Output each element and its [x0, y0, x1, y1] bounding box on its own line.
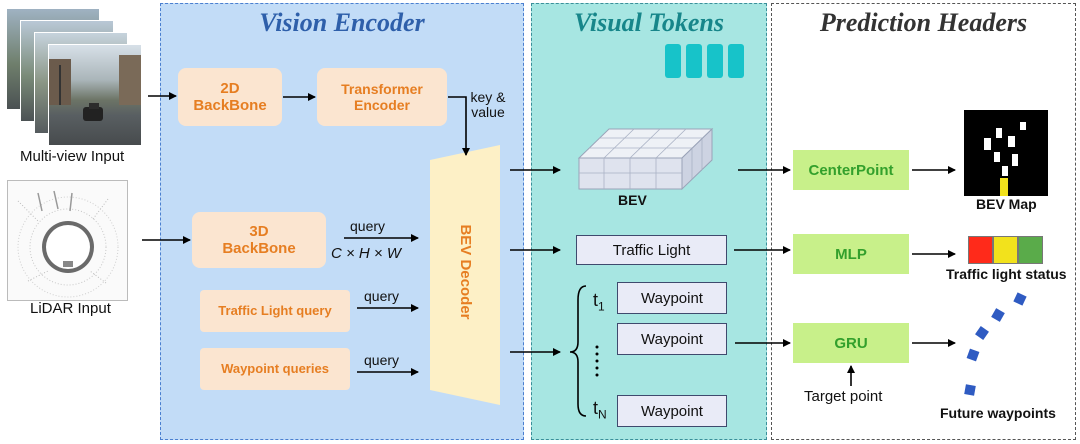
traffic-yellow-cell	[993, 236, 1018, 264]
bev-map-label: BEV Map	[976, 196, 1037, 212]
bev-map-image	[964, 110, 1048, 196]
traffic-light-token: Traffic Light	[576, 235, 727, 265]
prediction-headers-panel	[771, 3, 1076, 440]
token-block-3	[707, 44, 723, 78]
query-label-3d: query	[350, 218, 386, 234]
gru-box: GRU	[793, 323, 909, 363]
target-point-label: Target point	[804, 388, 883, 405]
centerpoint-box: CenterPoint	[793, 150, 909, 190]
visual-tokens-title: Visual Tokens	[573, 8, 725, 37]
multiview-input-label: Multi-view Input	[20, 148, 125, 165]
t1-label: t1	[593, 290, 605, 314]
tn-label: tN	[593, 398, 607, 422]
key-value-label: key & value	[470, 89, 506, 121]
transformer-encoder-box: Transformer Encoder	[317, 68, 447, 126]
lidar-input-label: LiDAR Input	[30, 300, 111, 317]
prediction-headers-title: Prediction Headers	[819, 8, 1028, 37]
backbone-2d-box: 2D BackBone	[178, 68, 282, 126]
waypoint-token-1: Waypoint	[617, 282, 727, 314]
token-block-4	[728, 44, 744, 78]
token-block-2	[686, 44, 702, 78]
lidar-input-image	[7, 180, 128, 301]
visual-tokens-panel	[531, 3, 767, 440]
traffic-green-cell	[1018, 236, 1043, 264]
multiview-input-image	[6, 8, 142, 148]
future-waypoints-label: Future waypoints	[940, 405, 1056, 421]
mlp-box: MLP	[793, 234, 909, 274]
query-label-waypoint: query	[364, 352, 400, 368]
vision-encoder-title: Vision Encoder	[259, 8, 425, 37]
waypoint-queries-box: Waypoint queries	[200, 348, 350, 390]
backbone-3d-box: 3D BackBone	[192, 212, 326, 268]
waypoint-token-2: Waypoint	[617, 323, 727, 355]
traffic-light-query-box: Traffic Light query	[200, 290, 350, 332]
query-label-traffic: query	[364, 288, 400, 304]
traffic-light-status-label: Traffic light status	[946, 266, 1067, 282]
token-block-1	[665, 44, 681, 78]
bev-token-label: BEV	[618, 192, 647, 208]
dims-label: C × H × W	[331, 245, 402, 262]
traffic-red-cell	[968, 236, 993, 264]
waypoint-token-n: Waypoint	[617, 395, 727, 427]
